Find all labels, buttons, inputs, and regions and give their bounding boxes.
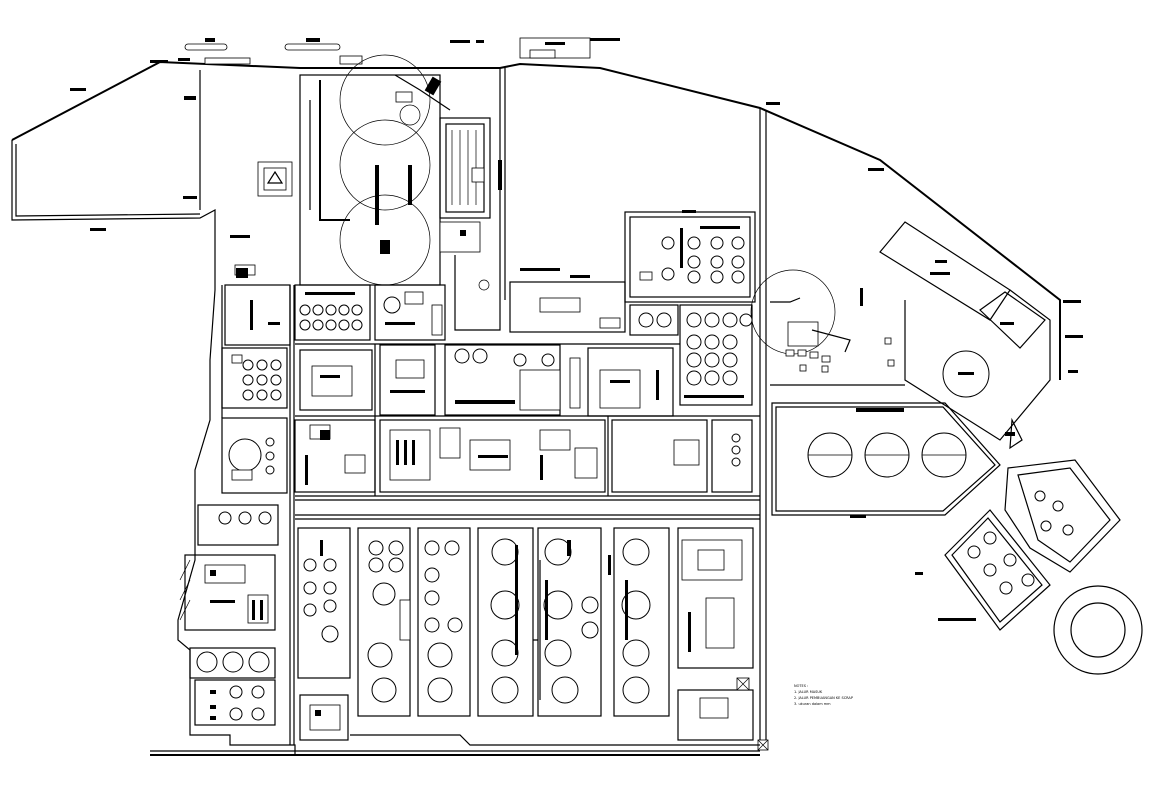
note-item: 3. ukuran dalam mm (794, 702, 831, 706)
gate-left (184, 38, 363, 65)
drawing-notes: NOTES : 1. JALUR MASUK 2. JALUR PEMBUANG… (794, 683, 853, 707)
large-storage-tanks-north (299, 54, 451, 286)
block-a (224, 264, 446, 346)
site-boundary (11, 60, 1061, 756)
label-marks (178, 40, 1015, 436)
central-process-blocks (221, 281, 753, 417)
note-item: 1. JALUR MASUK (794, 690, 823, 694)
gate-top-center (450, 37, 620, 300)
notes-title: NOTES : (794, 684, 809, 688)
mid-process-blocks (221, 417, 753, 494)
main-road (221, 285, 760, 745)
southwest-blocks (179, 504, 760, 746)
west-annex (70, 60, 293, 231)
process-unit-north (439, 117, 502, 331)
northeast-open-lot (868, 168, 1083, 450)
note-item: 2. JALUR PEMBUANGAN KE SCRAP (794, 696, 853, 700)
east-facility (750, 108, 905, 750)
tank-farm-northeast (624, 210, 756, 303)
tank-farm-south (297, 527, 769, 751)
tank-farm-east (771, 402, 1143, 675)
